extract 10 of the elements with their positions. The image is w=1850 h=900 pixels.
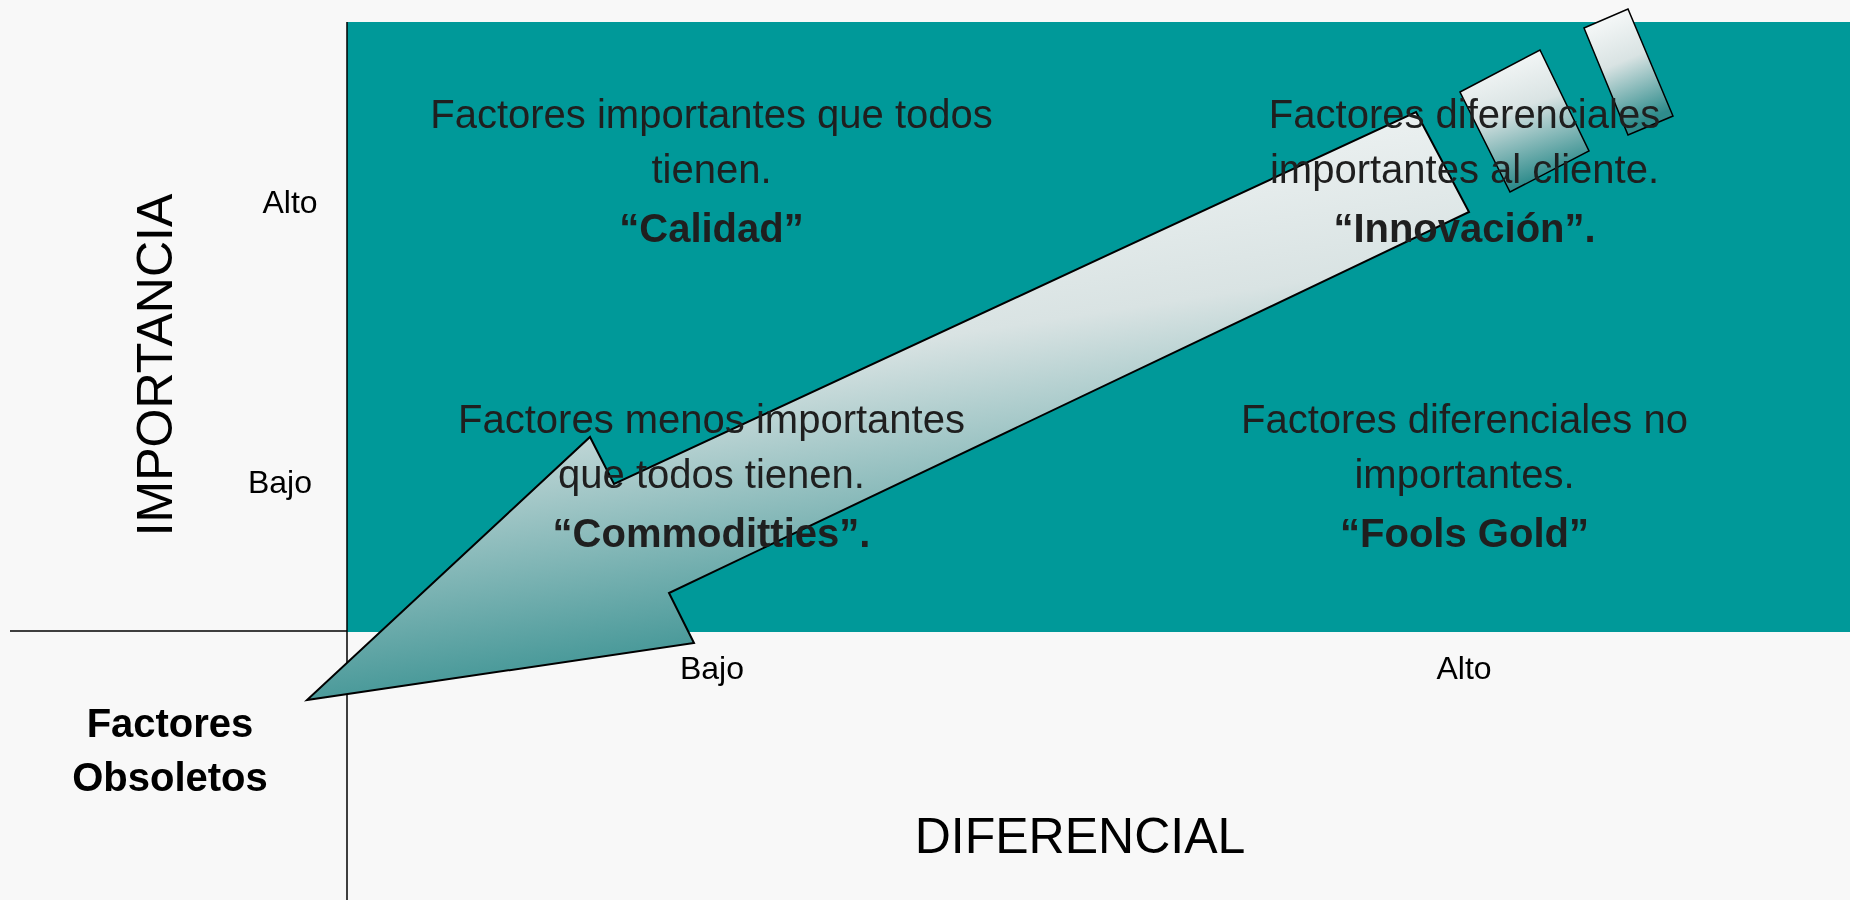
axis-title: IMPORTANCIA: [130, 193, 180, 537]
quadrant-text: Factores importantes que todos tienen. “Calidad”: [359, 87, 1064, 317]
axis-tick-label: Alto: [1436, 649, 1492, 688]
axis-title: DIFERENCIAL: [914, 807, 1246, 866]
block-arrow: [303, 110, 1471, 702]
axis-tick-label: Bajo: [247, 463, 312, 502]
obsolete-factors-text: Factores Obsoletos: [20, 695, 320, 805]
quadrant-text: Factores diferenciales no importantes. “Fools Gold”: [1112, 392, 1817, 622]
axis-tick-label: Bajo: [679, 649, 744, 688]
axis-tick-label: Alto: [262, 183, 318, 222]
